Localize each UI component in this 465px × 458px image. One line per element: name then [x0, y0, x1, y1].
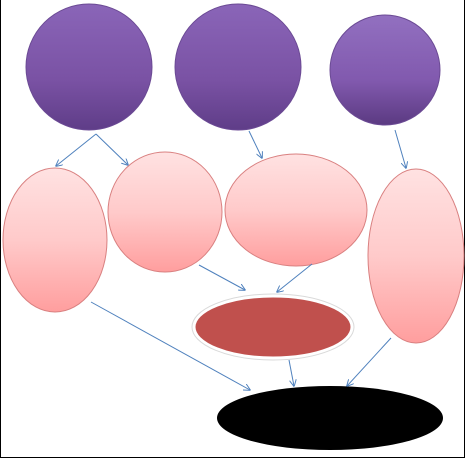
arrow-top-right-to-middle-4 [394, 129, 406, 168]
middle-ellipse-2 [107, 151, 223, 273]
top-left-circle [25, 3, 153, 131]
middle-ellipse-3 [224, 153, 368, 267]
arrow-middle-2-to-red [198, 264, 245, 290]
arrow-top-left-to-middle-2 [95, 133, 128, 165]
middle-ellipse-4 [367, 168, 465, 344]
arrow-middle-1-to-black [90, 301, 250, 390]
arrow-middle-3-to-red [277, 263, 313, 292]
middle-ellipse-1 [2, 167, 108, 313]
arrow-top-left-to-middle-1 [56, 133, 97, 166]
black-ellipse [217, 386, 443, 450]
arrow-red-to-black [288, 359, 294, 386]
top-middle-circle [174, 3, 302, 131]
red-ellipse-outline [191, 293, 355, 361]
arrow-top-middle-to-middle-3 [248, 130, 262, 158]
arrow-middle-4-to-black [347, 337, 392, 386]
top-right-circle [329, 14, 441, 126]
red-ellipse [192, 294, 354, 360]
